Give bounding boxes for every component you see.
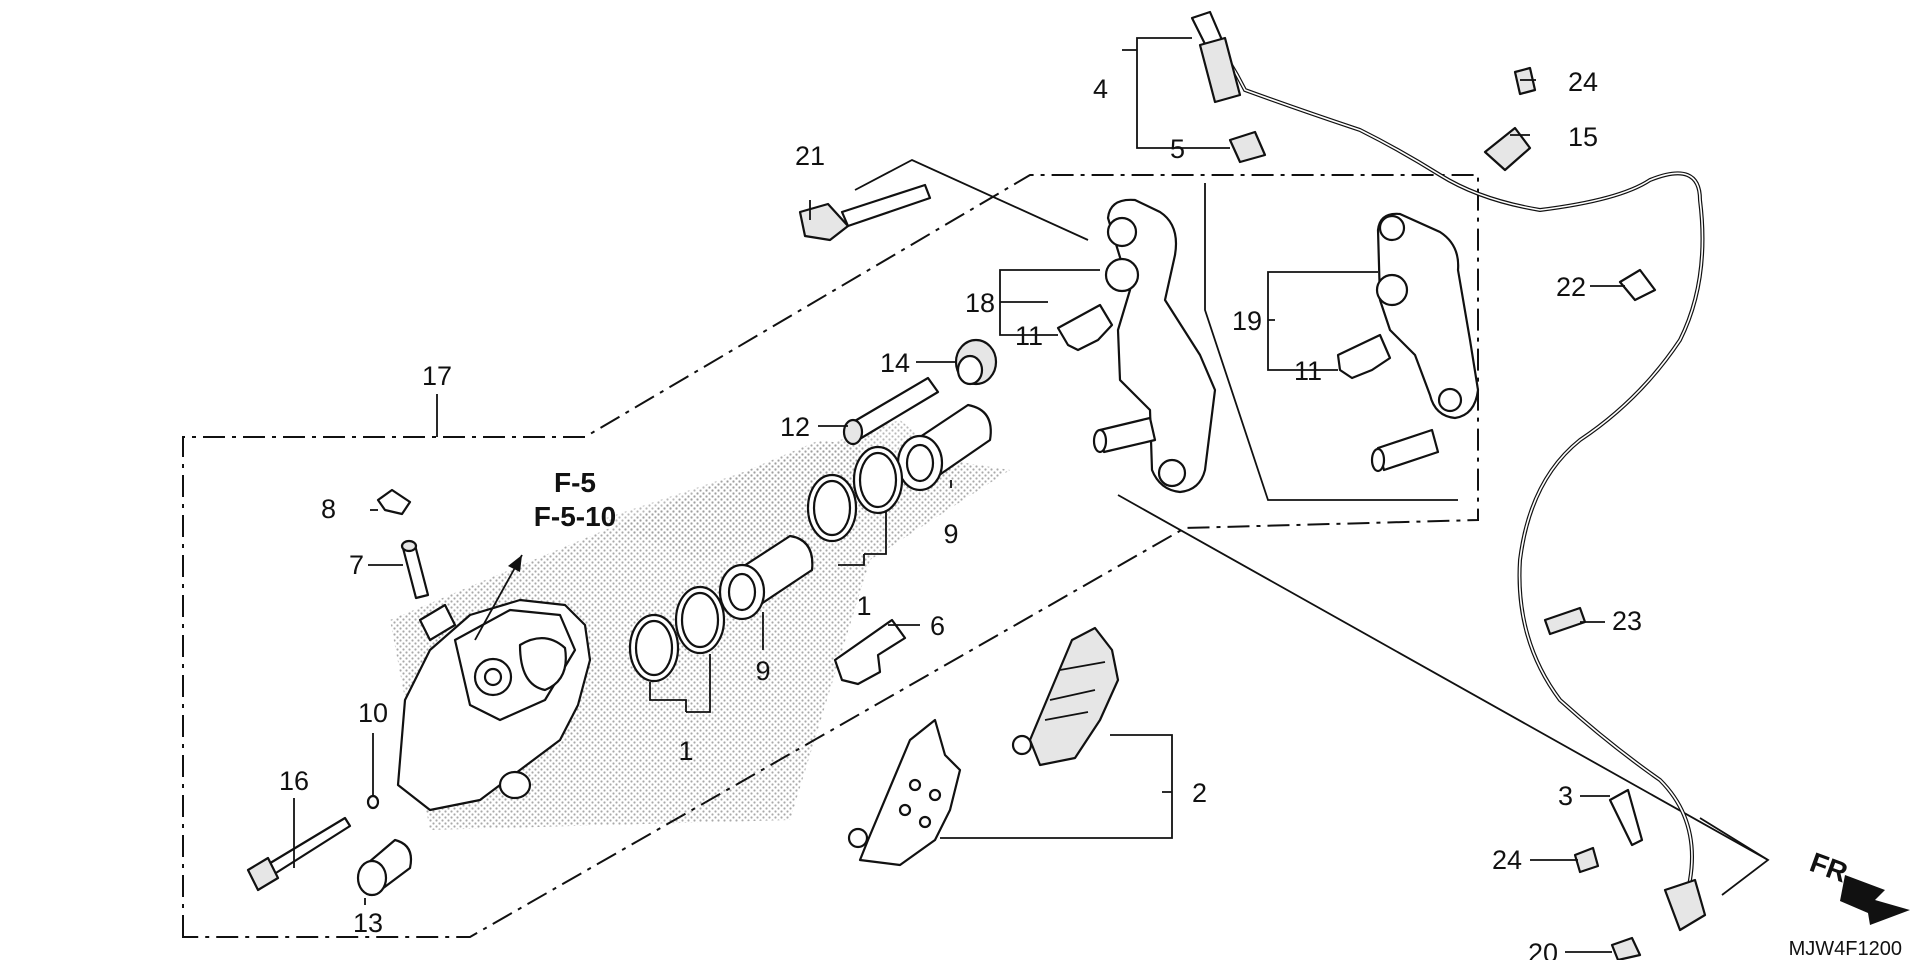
callout-5: 5 bbox=[1170, 134, 1185, 164]
diagram-code: MJW4F1200 bbox=[1789, 938, 1902, 960]
clamp-22 bbox=[1618, 268, 1657, 302]
sensor-connector-4 bbox=[1190, 10, 1242, 104]
piston-9-lower bbox=[718, 534, 814, 621]
caliper-bracket-19 bbox=[1370, 212, 1480, 473]
callout-22: 22 bbox=[1556, 272, 1586, 302]
o-ring-10 bbox=[366, 794, 380, 810]
caliper-bracket-18 bbox=[1092, 198, 1217, 494]
front-direction-arrow bbox=[1840, 875, 1910, 925]
leader-lines bbox=[293, 37, 1625, 953]
callout-21: 21 bbox=[795, 141, 825, 171]
callout-11-right: 11 bbox=[1294, 356, 1322, 386]
callout-3: 3 bbox=[1558, 781, 1573, 811]
callout-11-left: 11 bbox=[1015, 321, 1043, 351]
pin-bolt-16 bbox=[246, 816, 352, 892]
plug-13 bbox=[356, 838, 413, 897]
callout-24-bottom: 24 bbox=[1492, 845, 1522, 875]
callout-12: 12 bbox=[780, 412, 810, 442]
cap-8 bbox=[376, 488, 412, 516]
bracket-group-outline bbox=[854, 158, 1770, 896]
pad-clip-11a bbox=[1056, 303, 1114, 352]
callout-6: 6 bbox=[930, 611, 945, 641]
caliper-assembly-outline bbox=[182, 174, 1479, 938]
seal-set-1-upper bbox=[806, 445, 904, 543]
reference-f5-10: F-5-10 bbox=[534, 501, 616, 532]
reference-arrow bbox=[474, 554, 523, 641]
callout-20: 20 bbox=[1528, 938, 1558, 960]
brake-pad-2a bbox=[847, 718, 962, 867]
piston-9-upper bbox=[896, 403, 992, 492]
speed-sensor-cable bbox=[1206, 28, 1705, 927]
callout-23: 23 bbox=[1612, 606, 1642, 636]
callout-13: 13 bbox=[353, 908, 383, 938]
callout-1-upper: 1 bbox=[856, 591, 871, 621]
callout-10: 10 bbox=[358, 698, 388, 728]
callout-15: 15 bbox=[1568, 122, 1598, 152]
stay-3 bbox=[1608, 788, 1644, 847]
sensor-head-20 bbox=[1663, 878, 1707, 932]
grommet-5 bbox=[1228, 130, 1267, 164]
bleeder-7 bbox=[400, 539, 430, 600]
clamp-15 bbox=[1483, 126, 1532, 172]
callout-8: 8 bbox=[321, 494, 336, 524]
bolt-21 bbox=[798, 183, 932, 242]
bolt-24b bbox=[1573, 846, 1600, 874]
seal-set-1-lower bbox=[628, 585, 726, 683]
pin-12 bbox=[842, 376, 940, 446]
callout-7: 7 bbox=[349, 550, 364, 580]
callout-18: 18 bbox=[965, 288, 995, 318]
bolt-24a bbox=[1513, 66, 1537, 96]
callout-4: 4 bbox=[1093, 74, 1108, 104]
caliper-body bbox=[396, 598, 592, 812]
reference-f5: F-5 bbox=[554, 467, 596, 498]
pad-clip-11b bbox=[1336, 333, 1392, 380]
brake-pad-2b bbox=[1011, 626, 1120, 767]
bolt-20 bbox=[1610, 936, 1642, 960]
callout-14: 14 bbox=[880, 348, 910, 378]
boot-14 bbox=[954, 338, 998, 386]
callout-17: 17 bbox=[422, 361, 452, 391]
pad-spring-6 bbox=[833, 618, 907, 686]
callout-1-lower: 1 bbox=[678, 736, 693, 766]
callout-16: 16 bbox=[279, 766, 309, 796]
callout-24-top: 24 bbox=[1568, 67, 1598, 97]
callout-2: 2 bbox=[1192, 778, 1207, 808]
callout-9-lower: 9 bbox=[755, 656, 770, 686]
callout-9-upper: 9 bbox=[943, 519, 958, 549]
clamp-23 bbox=[1543, 606, 1587, 636]
callout-19: 19 bbox=[1232, 306, 1262, 336]
